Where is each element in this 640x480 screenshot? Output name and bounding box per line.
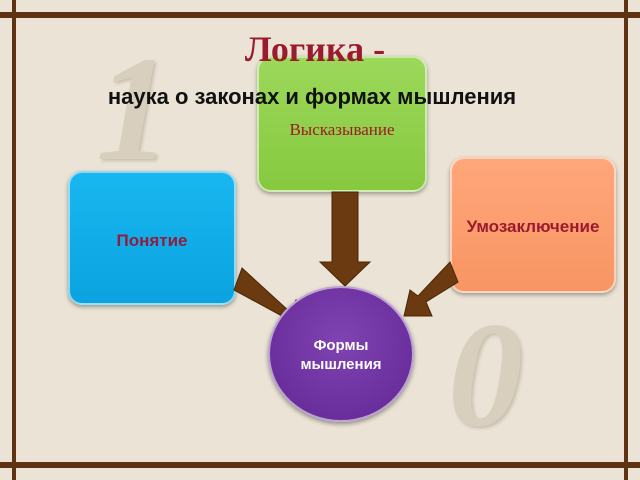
center-label-line2: мышления <box>300 356 382 373</box>
concept-box: Понятие <box>68 171 236 305</box>
inference-box: Умозаключение <box>450 157 616 293</box>
decorative-digit-zero: 0 <box>448 292 523 458</box>
frame-top-line <box>0 12 640 18</box>
page-subtitle: наука о законах и формах мышления <box>107 84 517 109</box>
center-label-line1: Формы <box>313 337 369 354</box>
statement-label: Высказывание <box>289 120 395 139</box>
frame-right-line <box>624 0 628 480</box>
center-circle: Формы мышления <box>268 286 414 422</box>
decorative-digit-one: 1 <box>96 26 171 192</box>
arrow-inference-to-center <box>403 261 459 317</box>
page-title: Логика - <box>244 29 386 69</box>
frame-bottom-line <box>0 462 640 468</box>
frame-left-line <box>12 0 16 480</box>
arrow-statement-to-center <box>318 191 372 287</box>
statement-box: Высказывание <box>257 56 427 192</box>
concept-label: Понятие <box>116 231 188 250</box>
center-label: Формы мышления <box>270 336 412 374</box>
inference-label: Умозаключение <box>466 217 600 236</box>
